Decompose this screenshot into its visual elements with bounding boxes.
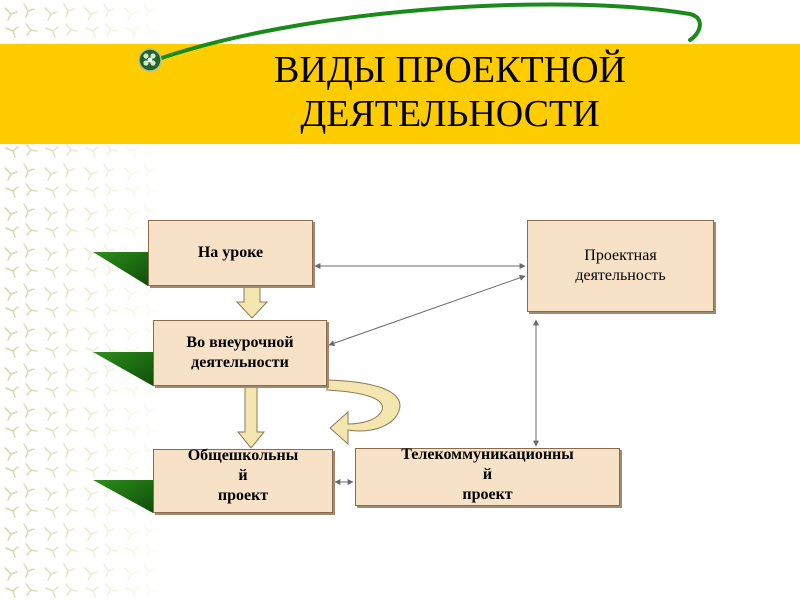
down-arrow-2 <box>236 385 266 449</box>
node-obshkolny-proekt: Общешкольны й проект <box>153 447 333 513</box>
green-tab-1 <box>93 252 148 286</box>
node-na-uroke-label: На уроке <box>197 244 264 261</box>
curved-arrow <box>326 379 401 446</box>
node-telekom-proekt: Телекоммуникационны й проект <box>355 446 620 506</box>
node-proektnaya-label: Проектная деятельность <box>575 247 666 284</box>
node-proektnaya-deyatelnost: Проектная деятельность <box>527 220 714 312</box>
slide-title: ВИДЫ ПРОЕКТНОЙ ДЕЯТЕЛЬНОСТИ <box>274 49 626 135</box>
node-obshkolny-label: Общешкольны й проект <box>187 447 299 504</box>
node-telekom-label: Телекоммуникационны й проект <box>401 446 574 503</box>
node-vneurochnoy: Во внеурочной деятельности <box>153 320 327 386</box>
connector-vne-proj <box>328 274 526 347</box>
title-band <box>0 44 800 144</box>
down-arrow-1 <box>235 285 269 319</box>
green-tab-3 <box>93 480 153 513</box>
node-vneurochnoy-label: Во внеурочной деятельности <box>186 334 294 371</box>
green-tab-2 <box>93 352 153 386</box>
bullet-ball-icon <box>138 48 162 72</box>
node-na-uroke: На уроке <box>148 220 313 286</box>
swoosh-line <box>148 2 702 64</box>
